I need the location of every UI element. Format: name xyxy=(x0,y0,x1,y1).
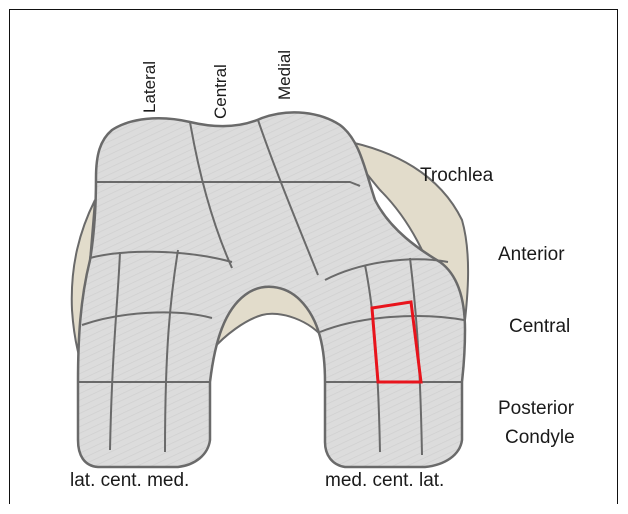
label-central-top: Central xyxy=(211,64,230,119)
label-bottom-left: lat. cent. med. xyxy=(70,470,189,491)
label-condyle: Condyle xyxy=(505,427,575,448)
label-medial: Medial xyxy=(275,50,294,100)
label-posterior: Posterior xyxy=(498,398,575,419)
label-bottom-right: med. cent. lat. xyxy=(325,470,444,491)
label-anterior: Anterior xyxy=(498,244,565,265)
label-lateral: Lateral xyxy=(140,61,159,113)
label-trochlea: Trochlea xyxy=(420,165,494,186)
label-central-right: Central xyxy=(509,316,570,337)
